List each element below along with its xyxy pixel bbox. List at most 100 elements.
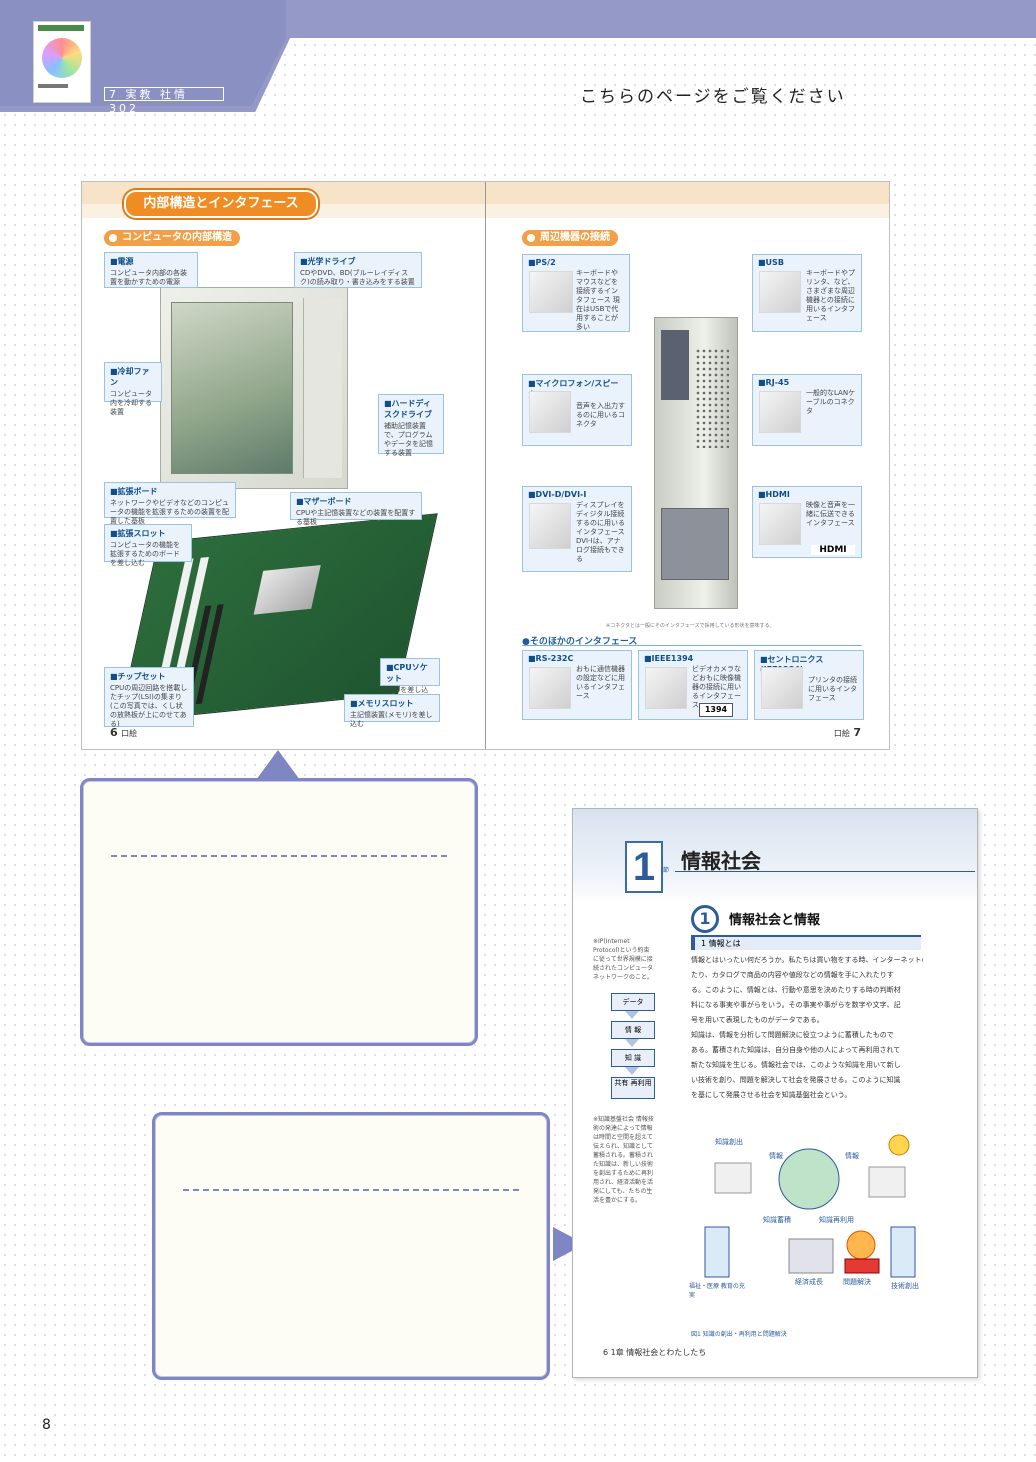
label-expansion-slot: ■拡張スロットコンピュータの機能を拡張するためのボードを差し込む [104,524,192,567]
spread-left-page: 内部構造とインタフェース コンピュータの内部構造 ■電源コンピュータ内部の各装置… [82,182,485,749]
label-cpu-socket: ■CPUソケットCPUを差し込む [380,658,440,703]
cover-title-strip [38,25,84,31]
label-ps2: ■PS/2 キーボードやマウスなどを接続するインタフェース 現在はUSBで代用す… [522,254,630,332]
callout-box-top [80,778,478,1046]
other-interfaces-heading: ●そのほかのインタフェース [522,637,638,647]
spread-gutter [485,182,486,749]
side-note-ip: ※IP(Internet Protocol)という約束に従って世界規模に接続され… [593,938,654,981]
label-expansion-board: ■拡張ボードネットワークやビデオなどのコンピュータの機能を拡張するための装置を配… [104,482,236,525]
vent-grill [695,348,729,448]
section-heading: 周辺機器の接続 [522,230,618,246]
callout-box-bottom [152,1112,550,1380]
fig-label: 経済成長 [795,1278,823,1286]
centronics-connector-photo [761,667,803,709]
page-band-light [486,204,889,218]
fig-label: 情報 [845,1152,859,1160]
label-rj45: ■RJ-45 一般的なLANケーブルのコネクタ [752,374,862,446]
textbook-page-thumbnail: 1 節 情報社会 1 情報社会と情報 1 情報とは 情報とはいったい何だろうか。… [572,808,978,1378]
chapter-suffix: 節 [663,867,670,874]
pc-interior [171,302,293,474]
label-cooling-fan: ■冷却ファンコンピュータ内を冷却する装置 [104,362,162,416]
computer-icon [868,1166,906,1198]
textbook-spread: 内部構造とインタフェース コンピュータの内部構造 ■電源コンピュータ内部の各装置… [81,181,890,750]
figure-caption: 図1 知識の創出・再利用と問題解決 [691,1331,787,1338]
textbook-cover-thumbnail [33,21,91,103]
fig-label: 知識再利用 [819,1216,854,1224]
car-icon [844,1258,880,1274]
body-text: 情報とはいったい何だろうか。私たちは買い物をする時、インターネットのウェブ(We… [691,956,923,1099]
power-supply [661,508,729,580]
pc-case-photo [160,287,348,489]
flow-information: 情 報 [611,1021,655,1039]
pc-tower-rear-photo [654,317,738,609]
audio-connector-photo [529,391,571,433]
fig-label: 知識蓄積 [763,1216,791,1224]
sun-icon [846,1230,876,1260]
book-code: 7 実教 社情 302 [104,87,224,115]
flow-data: データ [611,993,655,1011]
footnote: ※コネクタとは一般にそのインタフェースで採用している形状を意味する。 [606,623,775,629]
technology-arrow [890,1226,916,1278]
page-band [486,182,889,204]
label-usb: ■USB キーボードやプリンタ、など、さまざまな周辺機器との接続に用いるインタフ… [752,254,862,332]
cover-graphic [42,38,82,78]
subsection-title: 1 情報とは [691,937,921,950]
city-icon [788,1238,834,1274]
usb-connector-photo [759,271,801,313]
spread-title: 内部構造とインタフェース [124,190,318,218]
right-page-number: 口絵 7 [833,726,861,739]
left-page-number: 6 口絵 [110,726,138,739]
flow-share-reuse: 共有 再利用 [611,1077,655,1099]
section-rule [522,645,862,646]
welfare-arrow [704,1226,730,1278]
label-mic-speaker: ■マイクロフォン/スピーカ 音声を入出力するのに用いるコネクタ [522,374,632,446]
cover-publisher-strip [38,84,68,88]
flow-arrow [625,1039,639,1047]
heatsink [253,565,321,615]
pc-side-panel [303,298,342,478]
notice-text: こちらのページをご覧ください [580,87,846,107]
chapter-rule [675,871,975,872]
chapter-number: 1 [625,841,663,893]
rj45-connector-photo [759,391,801,433]
callout-dashed-line [111,855,447,857]
section-title: 情報社会と情報 [729,913,821,928]
callout-pointer-up [256,750,300,780]
section-number: 1 [691,905,719,933]
label-centronics: ■セントロニクス (IEE1284) プリンタの接続に用いるインタフェース [754,650,864,720]
spread-right-page: 周辺機器の接続 ■PS/2 キーボードやマウスなどを接続するインタフェース 現在… [486,182,889,749]
rs232c-connector-photo [529,667,571,709]
section-rule [691,935,921,937]
label-rs232c: ■RS-232C おもに通信機器の設定などに用いるインタフェース [522,650,632,720]
dvi-connector-photo [529,503,571,549]
knowledge-cycle-figure: 知識創出 情報 情報 知識蓄積 知識再利用 福祉・医療 教育の充実 経済成長 問… [685,1127,933,1313]
computer-icon [714,1162,752,1194]
flow-arrow [625,1011,639,1019]
callout-dashed-line [183,1189,519,1191]
chapter-title: 情報社会 [681,849,761,873]
hdmi-connector-photo [759,503,801,545]
idea-icon [888,1134,910,1156]
figure-illustration [704,1134,916,1278]
label-hdmi: ■HDMI 映像と音声を一緒に伝送できるインタフェース HDMI [752,486,862,558]
label-power: ■電源コンピュータ内部の各装置を動かすための電源 [104,252,198,288]
label-memory-slot: ■メモリスロット主記憶装置(メモリ)を差し込む [344,694,440,728]
page-number: 8 [42,1417,51,1433]
ieee1394-logo: 1394 [699,703,733,717]
ieee1394-connector-photo [645,667,687,709]
fig-label: 問題解決 [843,1278,871,1286]
flow-arrow [625,1067,639,1075]
page-footer-text: 6 1章 情報社会とわたしたち [603,1348,707,1357]
section-heading: コンピュータの内部構造 [104,230,240,246]
flow-knowledge: 知 識 [611,1049,655,1067]
fig-label: 情報 [769,1152,783,1160]
label-hdd: ■ハードディスクドライブ補助記憶装置で、プログラムやデータを記憶する装置 [378,394,444,457]
fig-label: 福祉・医療 教育の充実 [689,1283,745,1299]
fig-label: 技術創出 [891,1282,919,1290]
globe-icon [778,1148,840,1210]
hdmi-logo: HDMI [811,545,855,555]
label-ieee1394: ■IEEE1394 ビデオカメラなどおもに映像機器の接続に用いるインタフェース … [638,650,748,720]
label-dvi: ■DVI-D/DVI-I ディスプレイをディジタル接続するのに用いるインタフェー… [522,486,632,572]
